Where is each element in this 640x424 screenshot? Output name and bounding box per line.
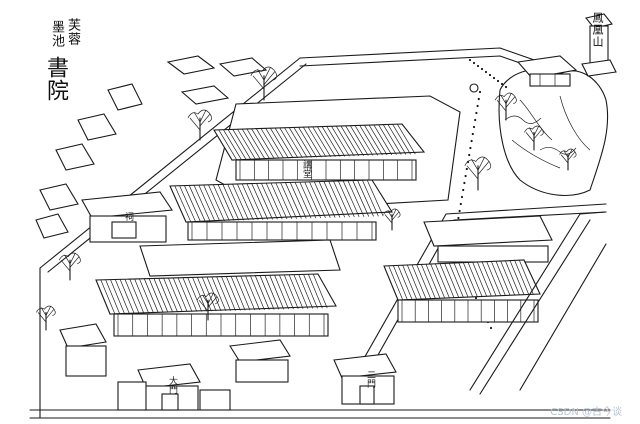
hill-pavilion [516,55,578,87]
title-line-c: 書院 [43,56,68,102]
gate-left-label: 大門 [167,376,177,394]
corner-tower [581,13,617,77]
watermark: CSDN @古今谈 [550,407,622,418]
upper-courtyard [169,95,461,241]
lower-hall [95,239,341,337]
gate-right-label: 二門 [365,370,375,388]
hall-upper-label: 講堂 [301,160,311,178]
trees [36,66,577,331]
front-gates [59,323,397,411]
title-line-b: 墨池 [49,20,64,48]
right-compound [345,203,607,395]
hall-lower-label: 祠 [123,212,133,221]
title-line-a: 芙蓉 [65,18,80,46]
left-shrine [81,191,173,243]
village-houses [35,55,268,239]
ridge-label: 鳳凰山 [591,12,604,48]
rockery-hill [498,68,609,196]
